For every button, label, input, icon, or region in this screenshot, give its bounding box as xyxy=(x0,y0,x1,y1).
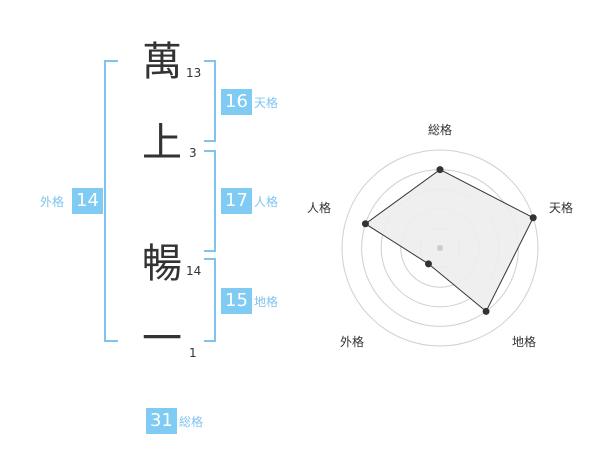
chikaku-value: 15 xyxy=(221,288,252,314)
gaikaku-value: 14 xyxy=(72,188,103,214)
radar-point-2 xyxy=(482,307,490,315)
name-char-2: 上 xyxy=(142,120,182,166)
tenkaku-label: 天格 xyxy=(254,96,279,110)
radar-point-4 xyxy=(361,220,369,228)
radar-polygon xyxy=(364,169,534,313)
radar-center-dot xyxy=(437,245,443,251)
soukaku-value: 31 xyxy=(146,408,177,434)
name-char-3: 暢 xyxy=(142,241,182,287)
chikaku-label: 地格 xyxy=(254,295,279,309)
stroke-count-4: 1 xyxy=(189,346,197,360)
radar-axis-label-jinkaku: 人格 xyxy=(307,200,331,215)
tenkaku-value: 16 xyxy=(221,89,252,115)
radar-point-0 xyxy=(436,166,444,174)
radar-chart: 総格 天格 地格 外格 人格 xyxy=(307,122,573,349)
stroke-count-1: 13 xyxy=(186,66,202,80)
jinkaku-bracket xyxy=(204,150,216,252)
stroke-count-3: 14 xyxy=(186,264,202,278)
radar-point-3 xyxy=(424,260,432,268)
radar-axis-label-tenkaku: 天格 xyxy=(549,200,573,215)
name-char-1: 萬 xyxy=(142,39,182,85)
gaikaku-label: 外格 xyxy=(40,195,65,209)
soukaku-label: 総格 xyxy=(179,415,204,429)
radar-axis-label-gaikaku: 外格 xyxy=(340,334,364,349)
radar-axis-label-chikaku: 地格 xyxy=(512,334,536,349)
radar-points xyxy=(361,166,537,315)
radar-point-1 xyxy=(529,214,537,222)
tenkaku-bracket xyxy=(204,60,216,142)
jinkaku-value: 17 xyxy=(221,188,252,214)
radar-axis-label-soukaku: 総格 xyxy=(428,122,452,137)
name-char-4: 一 xyxy=(142,316,182,362)
gaikaku-bracket xyxy=(104,60,118,342)
stroke-count-2: 3 xyxy=(189,146,197,160)
radar-ring-5 xyxy=(341,149,539,347)
jinkaku-label: 人格 xyxy=(254,195,279,209)
chikaku-bracket xyxy=(204,258,216,342)
